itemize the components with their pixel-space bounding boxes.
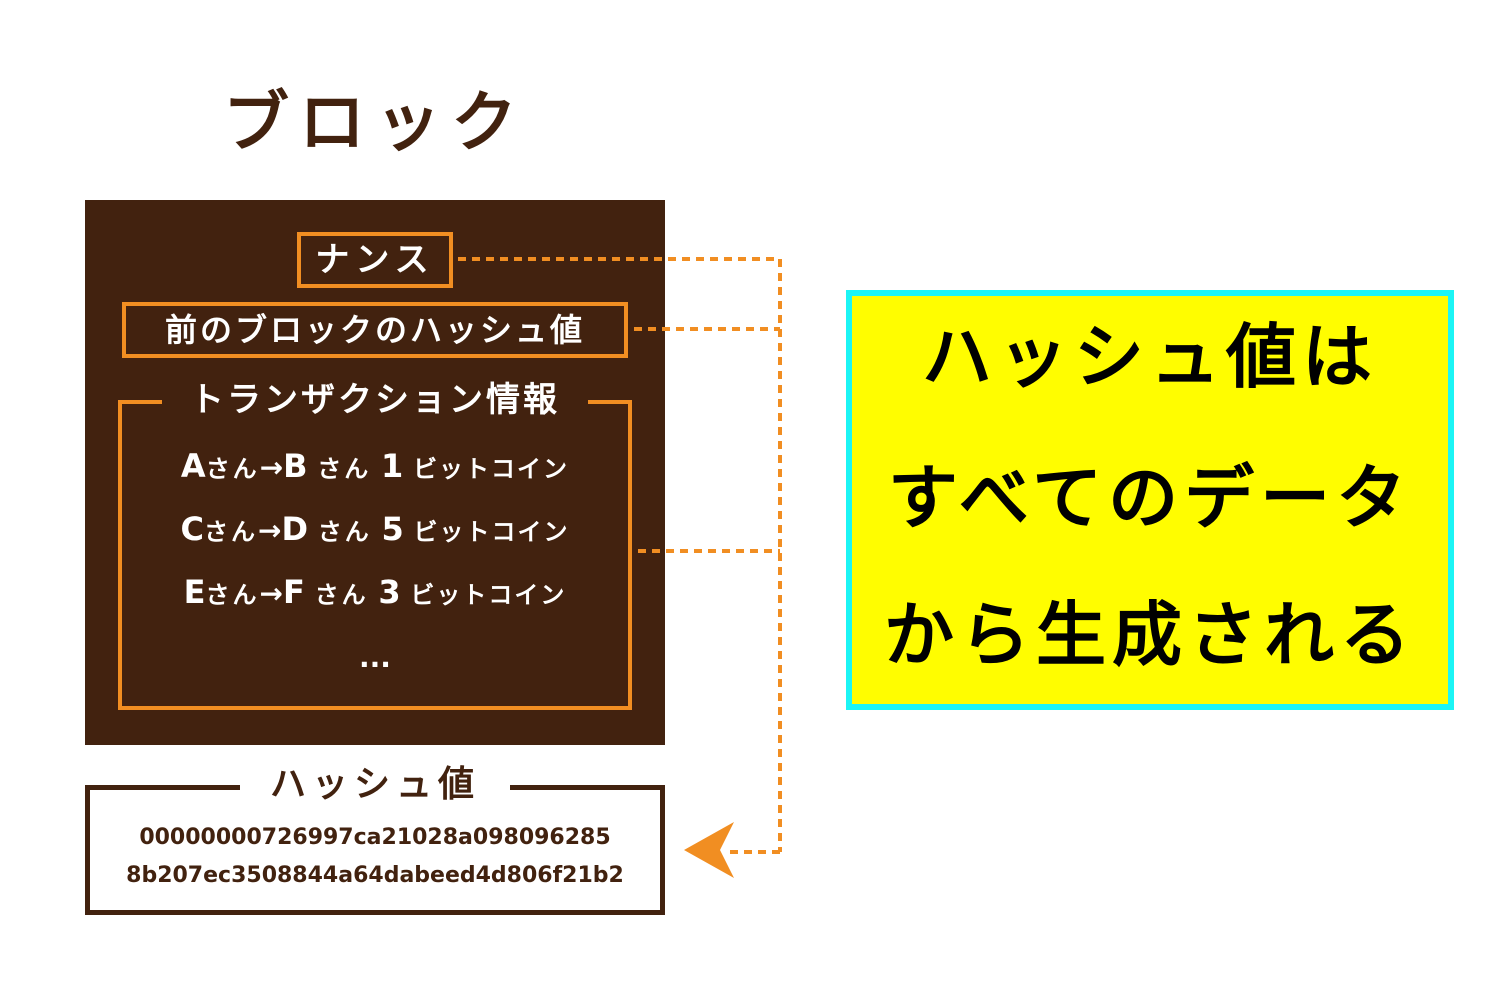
tx-honorific: さん [317, 518, 372, 546]
tx-unit: ビットコイン [410, 581, 567, 609]
transaction-line: Eさん→F さん 3 ビットコイン [118, 570, 632, 614]
tx-amount: 5 [381, 510, 404, 548]
tx-arrow: → [257, 514, 282, 547]
tx-honorific: さん [317, 455, 372, 483]
tx-unit: ビットコイン [413, 518, 570, 546]
tx-arrow: → [259, 451, 284, 484]
block-title: ブロック [223, 84, 527, 161]
tx-to: F [282, 573, 305, 611]
tx-honorific: さん [314, 581, 369, 609]
tx-honorific: さん [205, 581, 260, 609]
note-line-3: から生成される [884, 594, 1416, 676]
note-line-1: ハッシュ値は [922, 316, 1378, 398]
block-box [85, 200, 665, 745]
hash-value-line-2: 8b207ec3508844a64dabeed4d806f21b2 [126, 863, 624, 888]
note-box [846, 290, 1454, 710]
tx-amount: 3 [378, 573, 401, 611]
tx-honorific: さん [205, 455, 260, 483]
tx-from: E [183, 573, 206, 611]
tx-amount: 1 [381, 447, 404, 485]
tx-to: B [283, 447, 308, 485]
transaction-ellipsis: ... [359, 641, 391, 674]
tx-to: D [281, 510, 308, 548]
hash-title: ハッシュ値 [240, 760, 510, 810]
transaction-line: Cさん→D さん 5 ビットコイン [118, 507, 632, 551]
prev-hash-box: 前のブロックのハッシュ値 [122, 302, 628, 358]
transaction-title: トランザクション情報 [162, 372, 588, 428]
hash-value-line-1: 00000000726997ca21028a098096285 [139, 825, 611, 850]
arrow-head-icon [684, 822, 734, 878]
tx-honorific: さん [203, 518, 258, 546]
nonce-box: ナンス [297, 232, 453, 288]
transaction-line: Aさん→B さん 1 ビットコイン [118, 444, 632, 488]
tx-from: A [180, 447, 206, 485]
tx-from: C [180, 510, 204, 548]
tx-unit: ビットコイン [413, 455, 570, 483]
tx-arrow: → [259, 577, 283, 610]
note-line-2: すべてのデータ [887, 457, 1413, 539]
